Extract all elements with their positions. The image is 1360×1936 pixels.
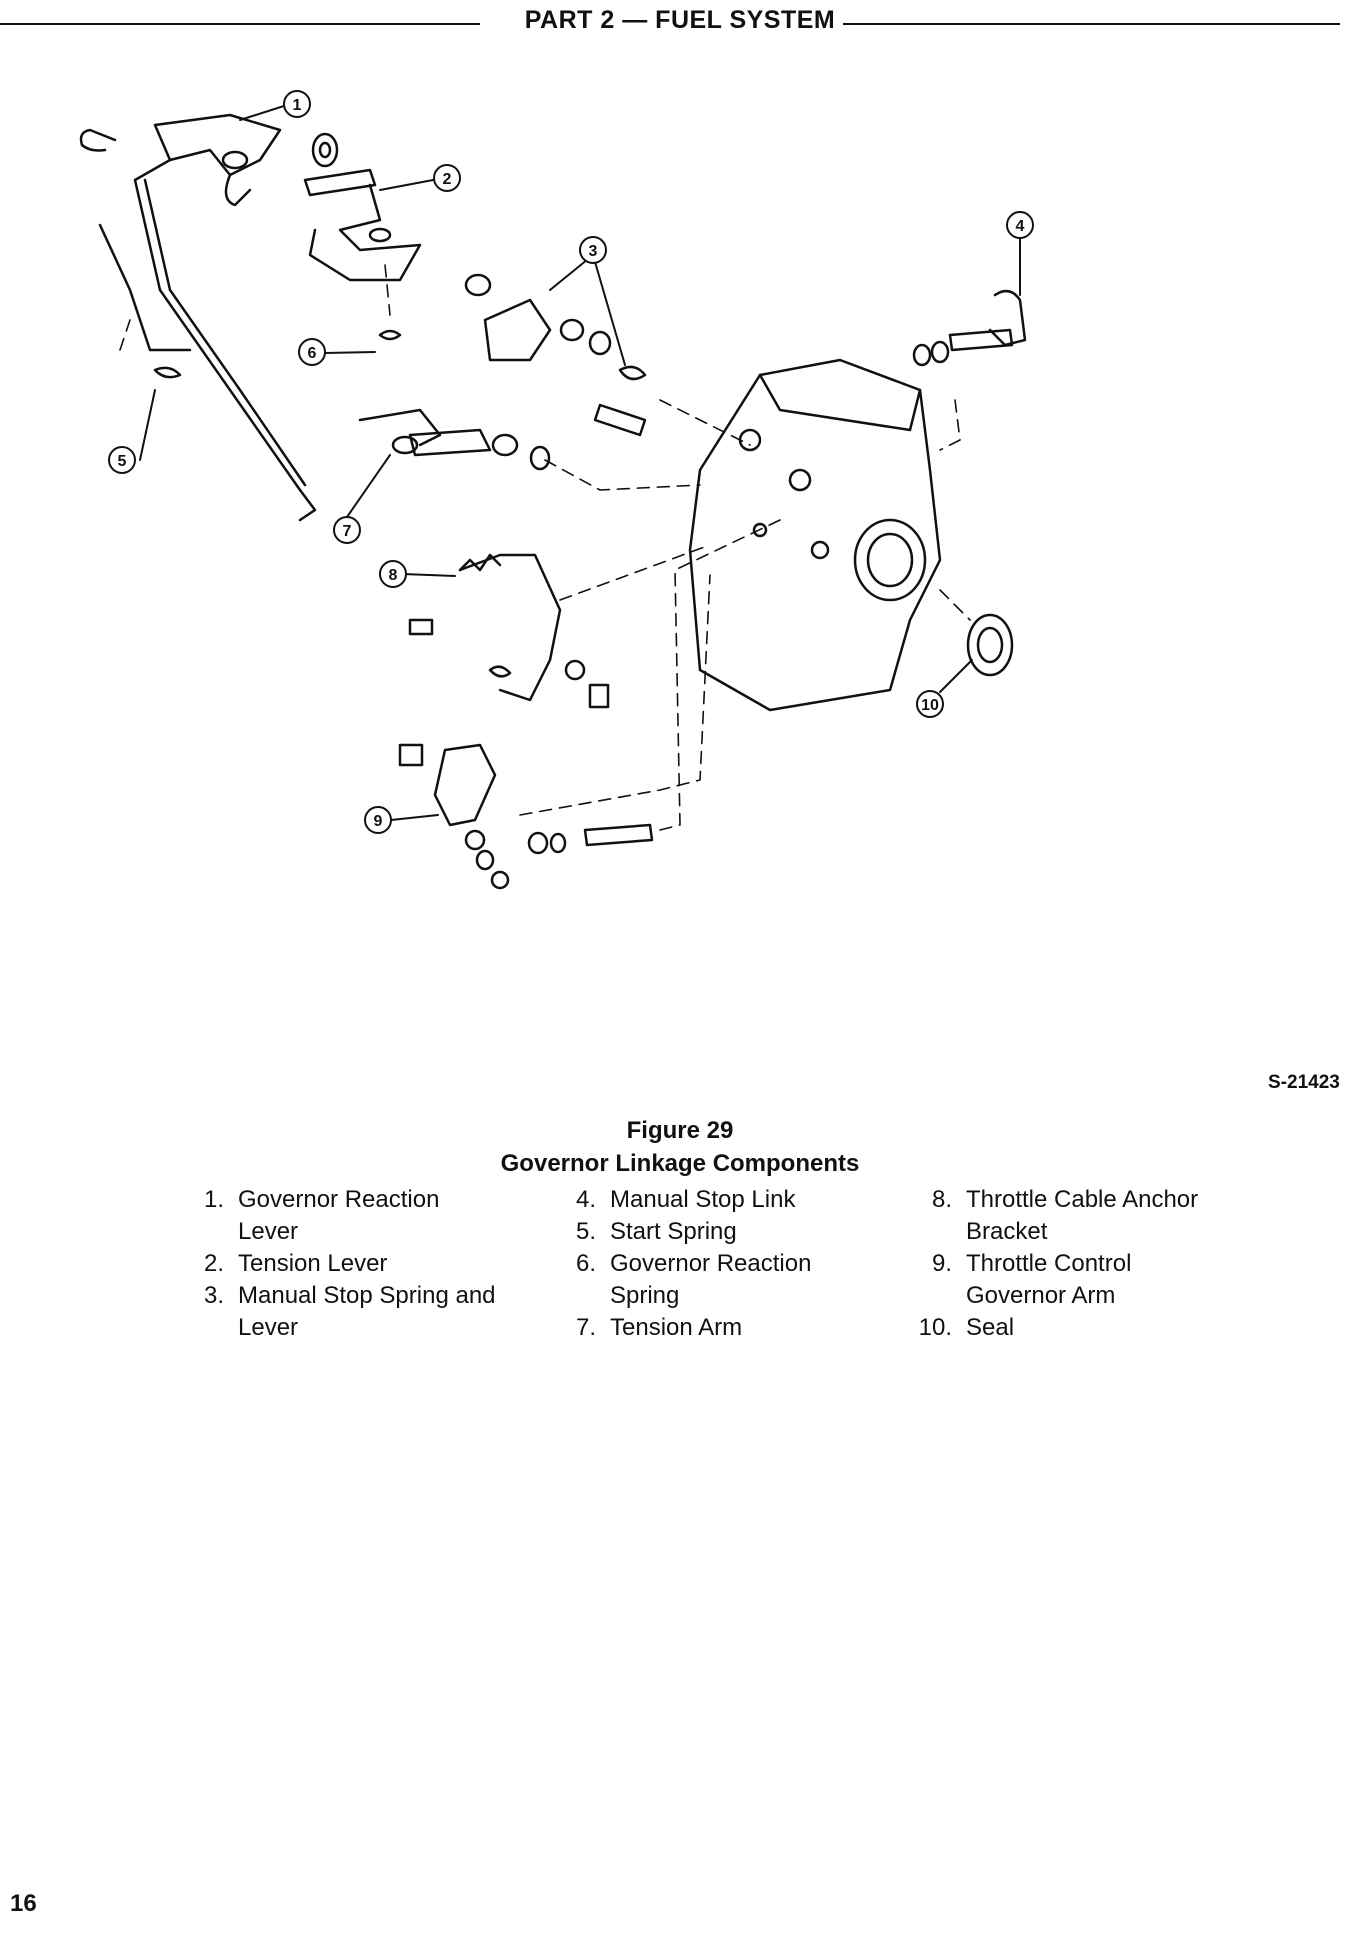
legend-item-text: Seal	[966, 1314, 1015, 1341]
legend-item: 3. Manual Stop Spring and Lever	[180, 1280, 498, 1344]
legend-item-number: 10.	[918, 1314, 952, 1341]
legend-item: 7. Tension Arm	[552, 1312, 870, 1344]
legend-item-text: Throttle Control Governor Arm	[966, 1250, 1132, 1309]
legend-item-text: Tension Arm	[610, 1314, 743, 1341]
callout-9: 9	[364, 806, 392, 834]
legend-item: 9. Throttle Control Governor Arm	[908, 1248, 1226, 1312]
legend-item-number: 1.	[203, 1186, 224, 1213]
legend-item-number: 8.	[931, 1186, 952, 1213]
callout-8: 8	[379, 560, 407, 588]
header-rule-left	[0, 23, 480, 25]
legend-item-number: 2.	[203, 1250, 224, 1277]
governor-housing-part	[688, 358, 942, 712]
legend-item-number: 4.	[575, 1186, 596, 1213]
legend-item-text: Throttle Cable Anchor Bracket	[966, 1186, 1199, 1245]
callout-4: 4	[1006, 211, 1034, 239]
callout-6: 6	[298, 338, 326, 366]
figure-id: S-21423	[1268, 1072, 1340, 1093]
legend-item-text: Start Spring	[610, 1218, 737, 1245]
svg-text:7: 7	[343, 523, 352, 540]
throttle-control-governor-arm-part	[398, 743, 654, 890]
callout-2: 2	[433, 164, 461, 192]
svg-text:9: 9	[374, 813, 383, 830]
svg-text:10: 10	[921, 697, 939, 714]
svg-text:1: 1	[293, 97, 302, 114]
callout-10: 10	[916, 690, 944, 718]
page-header: PART 2 — FUEL SYSTEM	[0, 6, 1360, 36]
governor-reaction-spring-part	[378, 329, 402, 341]
callout-3: 3	[579, 236, 607, 264]
legend-item-number: 5.	[575, 1218, 596, 1245]
washer-part	[311, 132, 339, 168]
start-spring-part	[153, 366, 182, 379]
svg-text:5: 5	[118, 453, 127, 470]
seal-part	[966, 613, 1014, 677]
svg-text:2: 2	[443, 171, 452, 188]
legend-column-3: 8. Throttle Cable Anchor Bracket 9. Thrott…	[908, 1184, 1226, 1344]
figure-title: Governor Linkage Components	[500, 1150, 860, 1177]
legend-column-2: 4. Manual Stop Link 5. Start Spring 6. Gove…	[552, 1184, 870, 1344]
legend-item-number: 6.	[575, 1250, 596, 1277]
callout-5: 5	[108, 446, 136, 474]
legend-item-text: Governor Reaction Lever	[238, 1186, 440, 1245]
figure-label: Figure 29	[626, 1117, 734, 1144]
page-header-title: PART 2 — FUEL SYSTEM	[516, 6, 844, 34]
legend-item-text: Governor Reaction Spring	[610, 1250, 812, 1309]
svg-text:4: 4	[1016, 218, 1025, 235]
manual-stop-link-part	[912, 289, 1027, 367]
governor-reaction-lever-part	[79, 113, 317, 522]
legend-item-text: Manual Stop Spring and Lever	[238, 1282, 496, 1341]
manual-stop-spring-lever-part	[464, 273, 647, 437]
svg-text:6: 6	[308, 345, 317, 362]
legend-item: 8. Throttle Cable Anchor Bracket	[908, 1184, 1226, 1248]
legend-item-number: 7.	[575, 1314, 596, 1341]
svg-text:8: 8	[389, 567, 398, 584]
tension-lever-part	[303, 168, 422, 282]
legend-item: 1. Governor Reaction Lever	[180, 1184, 498, 1248]
legend-item-number: 3.	[203, 1282, 224, 1309]
page-number: 16	[10, 1890, 37, 1917]
legend-item: 4. Manual Stop Link	[552, 1184, 870, 1216]
legend-column-1: 1. Governor Reaction Lever 2. Tension Leve…	[180, 1184, 498, 1344]
header-rule-right	[840, 23, 1340, 25]
legend-item-text: Tension Lever	[238, 1250, 388, 1277]
legend-item-number: 9.	[931, 1250, 952, 1277]
throttle-cable-anchor-bracket-part	[408, 553, 610, 709]
governor-linkage-diagram: 1 2 3 4 5 6 7 8 9 10	[79, 90, 1034, 890]
svg-text:3: 3	[589, 243, 598, 260]
legend-item-text: Manual Stop Link	[610, 1186, 796, 1213]
tension-arm-part	[358, 408, 551, 471]
callout-7: 7	[333, 516, 361, 544]
callout-1: 1	[283, 90, 311, 118]
legend-item: 6. Governor Reaction Spring	[552, 1248, 870, 1312]
legend-item: 5. Start Spring	[552, 1216, 870, 1248]
legend-item: 2. Tension Lever	[180, 1248, 498, 1280]
legend-item: 10. Seal	[908, 1312, 1226, 1344]
